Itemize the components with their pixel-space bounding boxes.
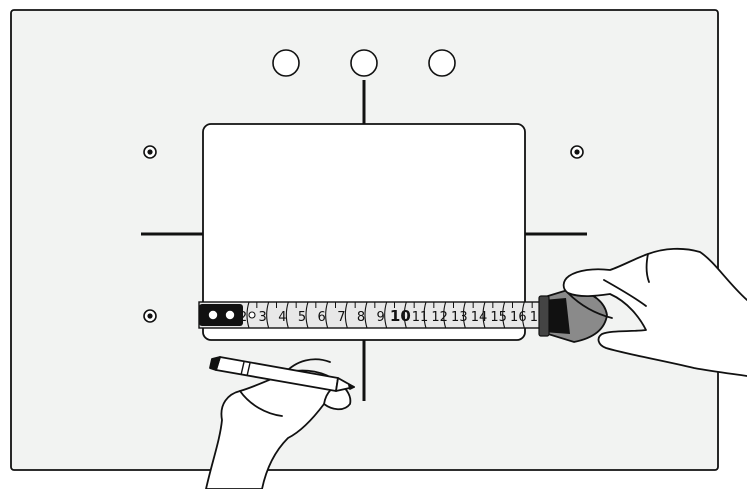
tape-tick	[462, 301, 466, 329]
screw-hole-top-left	[143, 145, 157, 159]
center-guide-lines	[141, 80, 587, 401]
tape-tick	[423, 301, 427, 329]
tape-number: 9	[377, 310, 385, 325]
tape-tick	[482, 301, 486, 329]
tape-ticks	[246, 301, 545, 329]
top-hole-right	[428, 49, 456, 77]
tape-number: 11	[412, 310, 429, 325]
tape-tick	[443, 301, 447, 329]
tape-number: 5	[298, 310, 306, 325]
tape-tick	[285, 301, 289, 329]
tape-hook	[199, 304, 243, 326]
tape-number: 10	[390, 307, 411, 325]
screw-holes	[143, 145, 584, 323]
tape-number: 2	[239, 310, 247, 325]
tape-tick	[364, 301, 368, 329]
tape-measure-icon	[538, 287, 608, 343]
tape-tick	[344, 301, 348, 329]
tape-tick	[246, 301, 250, 329]
tape-number: 16	[510, 310, 527, 325]
top-holes	[272, 49, 456, 77]
tape-tick	[305, 301, 309, 329]
tape-tick	[403, 301, 407, 329]
tape-tick	[502, 301, 506, 329]
tape-number: 12	[431, 310, 448, 325]
mounting-template	[202, 123, 526, 341]
tape-number: 3	[259, 310, 267, 325]
tape-number: 7	[337, 310, 345, 325]
tape-tick	[521, 301, 525, 329]
screw-hole-bottom-left	[143, 309, 157, 323]
tape-number: 13	[451, 310, 468, 325]
hand-holding-tape-icon	[562, 247, 747, 377]
tape-number: 4	[278, 310, 286, 325]
screw-hole-top-right	[570, 145, 584, 159]
top-hole-left	[272, 49, 300, 77]
tape-number: 6	[318, 310, 326, 325]
tape-tick	[325, 301, 329, 329]
tape-number: 8	[357, 310, 365, 325]
tape-number: 15	[490, 310, 507, 325]
tape-tick	[266, 301, 270, 329]
pencil-icon	[209, 356, 355, 392]
tape-number: 14	[471, 310, 488, 325]
tape-tick	[384, 301, 388, 329]
top-hole-center	[350, 49, 378, 77]
